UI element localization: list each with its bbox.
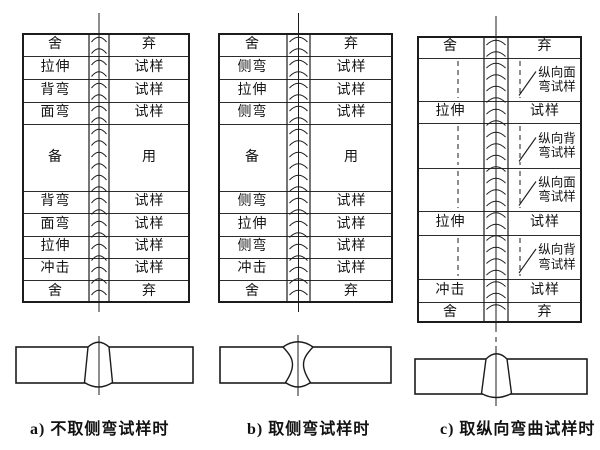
specimen-label-left: 拉伸 — [40, 59, 71, 75]
specimen-table-b — [218, 33, 393, 303]
label-line: 纵向背 — [538, 131, 576, 145]
row-separator — [220, 280, 391, 281]
specimen-label-left: 拉伸 — [237, 216, 268, 232]
specimen-label-right: 弃 — [537, 304, 553, 320]
row-separator — [24, 56, 188, 57]
row-separator — [24, 102, 188, 103]
caption-c: c) 取纵向弯曲试样时 — [440, 421, 596, 438]
specimen-label-right: 弃 — [537, 39, 553, 54]
row-separator — [419, 101, 580, 102]
specimen-label-left: 拉伸 — [435, 215, 466, 230]
row-separator — [419, 58, 580, 59]
label-line: 纵向面 — [538, 65, 576, 79]
specimen-label-right: 弃 — [142, 36, 157, 52]
specimen-label-right: 用 — [344, 149, 359, 165]
row-separator — [220, 56, 391, 57]
label-line: 弯试样 — [538, 189, 576, 204]
row-separator — [419, 123, 580, 124]
specimen-label-left: 冲击 — [237, 261, 268, 276]
specimen-label-right: 试样 — [134, 239, 165, 254]
specimen-label-right: 试样 — [336, 216, 367, 232]
specimen-label-left: 舍 — [245, 36, 260, 52]
label-line: 弯试样 — [538, 79, 576, 94]
specimen-label-left: 拉伸 — [237, 82, 268, 98]
specimen-label-left: 拉伸 — [435, 104, 466, 119]
specimen-label-left: 面弯 — [40, 105, 71, 120]
row-separator — [419, 211, 580, 212]
label-line: 弯试样 — [538, 257, 576, 271]
specimen-label-right: 试样 — [134, 261, 165, 276]
specimen-label-right: 试样 — [134, 216, 165, 232]
specimen-label-right: 试样 — [134, 105, 165, 120]
row-separator — [220, 124, 391, 125]
specimen-label-left: 背弯 — [40, 194, 71, 209]
row-separator — [24, 79, 188, 80]
specimen-label-right: 试样 — [336, 239, 367, 254]
label-line: 纵向背 — [538, 242, 576, 257]
row-separator — [220, 213, 391, 214]
longitudinal-specimen-label: 纵向面弯试样 — [534, 65, 580, 94]
specimen-label-right: 试样 — [530, 104, 560, 119]
specimen-label-right: 试样 — [336, 59, 367, 75]
specimen-label-left: 侧弯 — [237, 239, 268, 254]
longitudinal-specimen-label: 纵向背弯试样 — [534, 131, 580, 160]
row-separator — [24, 124, 188, 125]
row-separator — [419, 168, 580, 169]
specimen-label-left: 背弯 — [40, 82, 71, 98]
row-separator — [220, 191, 391, 192]
specimen-label-right: 弃 — [344, 283, 359, 299]
specimen-label-left: 舍 — [245, 283, 260, 299]
row-separator — [419, 302, 580, 303]
specimen-label-right: 用 — [142, 149, 157, 165]
specimen-label-left: 侧弯 — [237, 59, 268, 75]
specimen-label-right: 试样 — [134, 59, 165, 75]
caption-a: a) 不取侧弯试样时 — [30, 421, 170, 438]
longitudinal-specimen-label: 纵向面弯试样 — [534, 175, 580, 204]
row-separator — [220, 102, 391, 103]
row-separator — [24, 280, 188, 281]
specimen-label-left: 备 — [245, 149, 260, 165]
specimen-label-left: 侧弯 — [237, 194, 268, 209]
specimen-label-left: 面弯 — [40, 216, 71, 232]
specimen-label-left: 拉伸 — [40, 239, 71, 254]
row-separator — [419, 235, 580, 236]
specimen-label-right: 试样 — [336, 82, 367, 98]
specimen-label-left: 侧弯 — [237, 105, 268, 120]
specimen-label-left: 舍 — [443, 39, 458, 54]
specimen-label-right: 弃 — [142, 283, 157, 299]
row-separator — [220, 79, 391, 80]
row-separator — [24, 258, 188, 259]
specimen-label-left: 舍 — [443, 304, 458, 320]
row-separator — [419, 279, 580, 280]
caption-b: b) 取侧弯试样时 — [247, 421, 371, 438]
specimen-label-right: 试样 — [336, 261, 367, 276]
specimen-label-left: 备 — [48, 149, 63, 165]
specimen-label-left: 冲击 — [435, 282, 466, 298]
specimen-label-right: 试样 — [530, 282, 560, 298]
specimen-label-right: 试样 — [530, 215, 560, 230]
label-line: 弯试样 — [538, 145, 576, 160]
label-line: 纵向面 — [538, 175, 576, 189]
specimen-label-left: 舍 — [48, 36, 63, 52]
longitudinal-specimen-label: 纵向背弯试样 — [534, 243, 580, 272]
specimen-label-right: 试样 — [134, 82, 165, 98]
specimen-label-right: 弃 — [344, 36, 359, 52]
specimen-label-left: 舍 — [48, 283, 63, 299]
specimen-label-right: 试样 — [134, 194, 165, 209]
specimen-table-c — [417, 36, 582, 323]
row-separator — [220, 236, 391, 237]
specimen-label-left: 冲击 — [40, 261, 71, 276]
specimen-label-right: 试样 — [336, 194, 367, 209]
specimen-label-right: 试样 — [336, 105, 367, 120]
